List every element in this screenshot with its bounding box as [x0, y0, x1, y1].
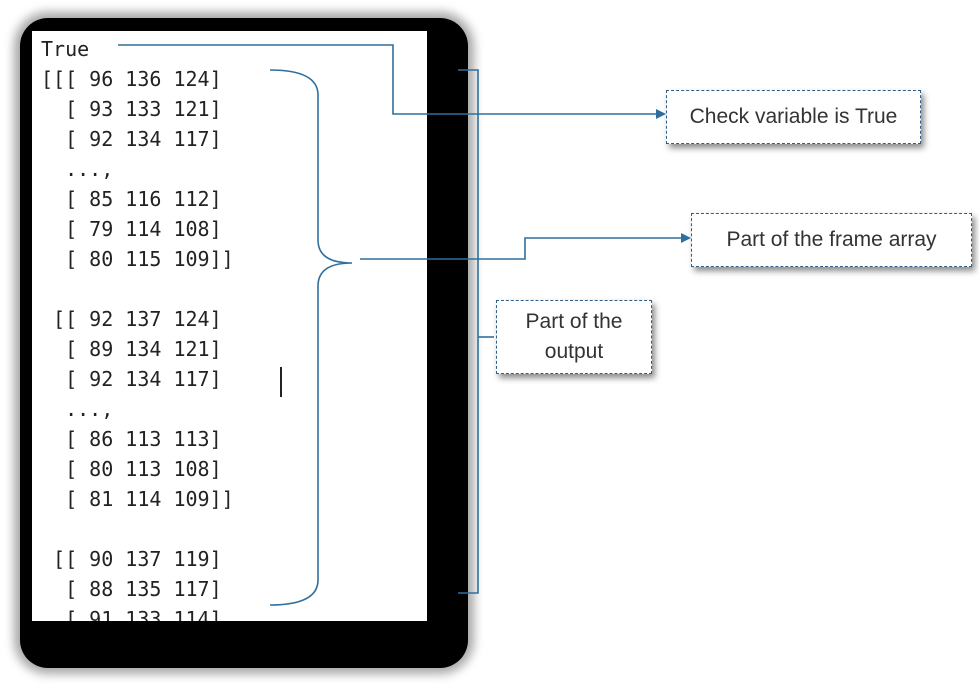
- callout-check-variable: Check variable is True: [666, 90, 921, 144]
- terminal-output: True [[[ 96 136 124] [ 93 133 121] [ 92 …: [32, 31, 427, 621]
- true-connector: [118, 44, 666, 119]
- array-brace: [269, 69, 353, 606]
- output-line: [ 86 113 113]: [41, 427, 222, 451]
- callout-output: Part of the output: [496, 300, 652, 374]
- output-line: [[ 92 137 124]: [41, 307, 222, 331]
- output-line: [ 81 114 109]]: [41, 487, 234, 511]
- output-line: ...,: [41, 157, 114, 181]
- frame-array-connector: [360, 233, 691, 260]
- output-line: [ 80 115 109]]: [41, 247, 234, 271]
- output-line: ...,: [41, 397, 114, 421]
- output-line-true: True: [41, 37, 90, 61]
- output-bracket: [458, 69, 479, 594]
- text-cursor: [280, 367, 282, 397]
- output-line: [ 80 113 108]: [41, 457, 222, 481]
- output-line: [ 92 134 117]: [41, 367, 222, 391]
- output-line: [ 85 116 112]: [41, 187, 222, 211]
- callout-frame-array: Part of the frame array: [691, 213, 972, 267]
- output-line: [ 93 133 121]: [41, 97, 222, 121]
- output-line: [[ 90 137 119]: [41, 547, 222, 571]
- output-line: [[[ 96 136 124]: [41, 67, 222, 91]
- output-line: [ 92 134 117]: [41, 127, 222, 151]
- output-line-cut: [ 91 133 114]: [41, 607, 222, 621]
- output-line: [ 89 134 121]: [41, 337, 222, 361]
- output-line: [ 88 135 117]: [41, 577, 222, 601]
- output-line: [ 79 114 108]: [41, 217, 222, 241]
